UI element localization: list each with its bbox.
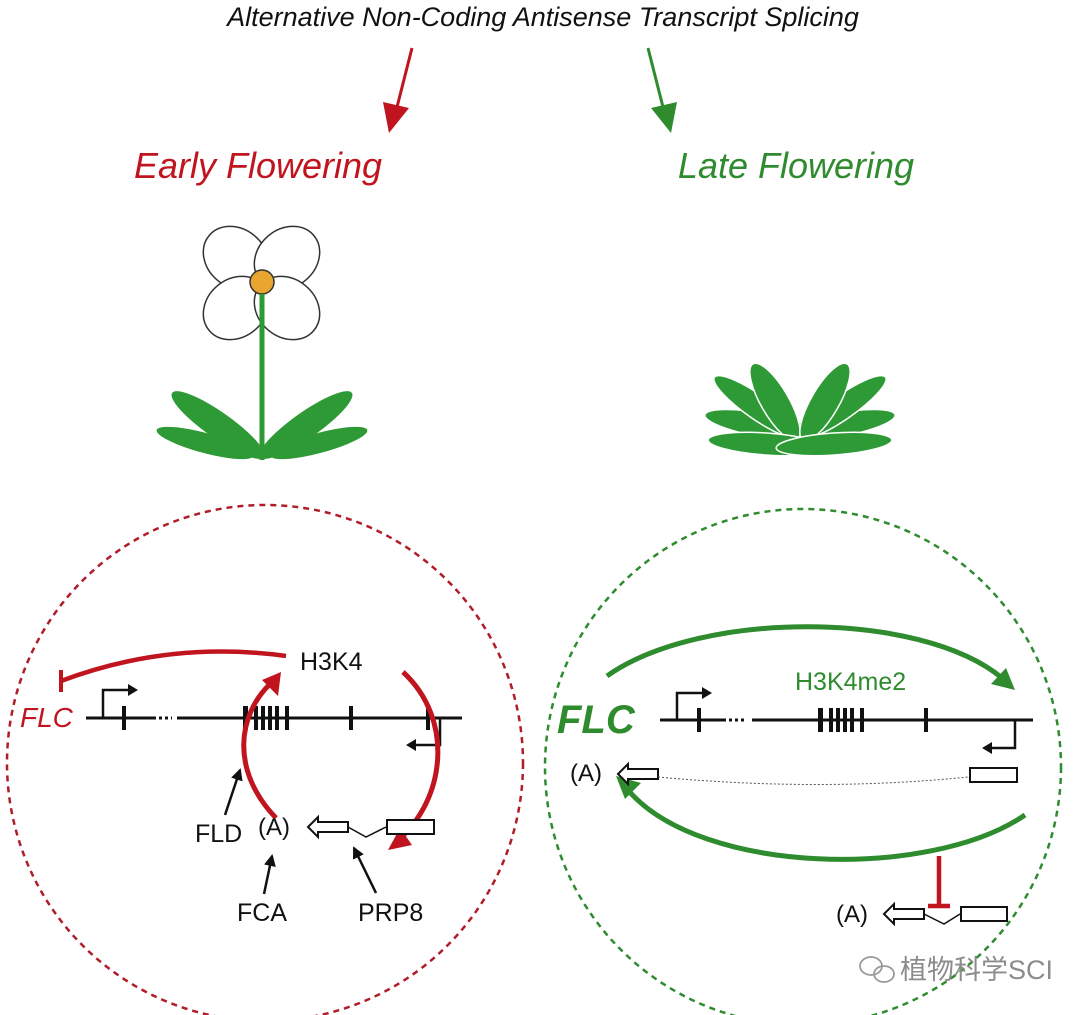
early-arrow [383,47,414,133]
watermark-text: 植物科学SCI [900,955,1053,985]
late-flowering-heading: Late Flowering [678,145,914,186]
left-prp8-label: PRP8 [358,899,423,927]
right-flc-label: FLC [557,698,636,742]
early-flowering-heading: Early Flowering [134,145,382,186]
left-h3k4-label: H3K4 [300,648,363,676]
left-fld-label: FLD [195,820,242,848]
flowering-plant-icon [156,225,368,460]
left-polya-label: (A) [258,814,290,841]
left-flc-label: FLC [20,702,74,733]
right-polya-bottom-label: (A) [836,901,868,928]
wechat-icon [859,956,895,983]
right-polya-top-label: (A) [570,760,602,787]
late-arrow [646,47,677,133]
watermark: 植物科学SCI [859,955,1053,985]
late-flowering-panel: H3K4me2 FLC (A) (A) [543,507,1063,1015]
early-flowering-panel: FLC H3K4 (A) [5,503,525,1015]
title: Alternative Non-Coding Antisense Transcr… [225,2,859,32]
right-h3k4me2-label: H3K4me2 [795,668,906,696]
left-fca-label: FCA [237,899,287,927]
rosette-plant-icon [704,362,896,457]
